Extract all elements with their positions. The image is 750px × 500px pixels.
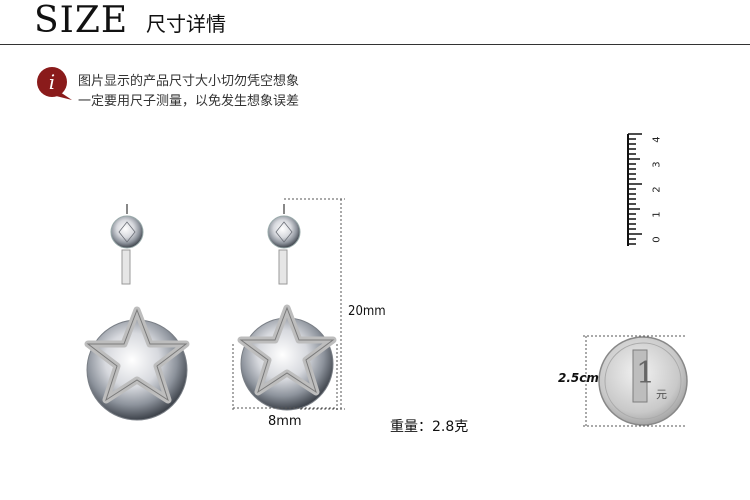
coin-reference (583, 335, 688, 427)
size-subtitle: 尺寸详情 (146, 12, 226, 36)
note-line-1: 图片显示的产品尺寸大小切勿凭空想象 (78, 74, 300, 89)
ruler-num-3: 3 (651, 161, 663, 168)
coin-size-label: 2.5cm (558, 371, 599, 385)
ruler-num-2: 2 (651, 186, 663, 193)
size-title: SIZE (34, 0, 129, 41)
coin-unit: 元 (656, 388, 667, 401)
ruler-num-4: 4 (651, 136, 663, 143)
earring-left (84, 204, 190, 421)
ruler-num-1: 1 (651, 211, 663, 218)
width-label: 8mm (268, 414, 302, 429)
ruler (627, 133, 642, 246)
note-line-2: 一定要用尺子测量，以免发生想象误差 (78, 94, 300, 109)
coin-value: 1 (636, 356, 656, 391)
svg-text:i: i (49, 70, 55, 94)
info-bubble-icon: i (37, 67, 72, 100)
weight-label: 重量：2.8克 (390, 419, 469, 435)
height-label: 20mm (348, 304, 386, 319)
page-header: SIZE 尺寸详情 (0, 0, 750, 46)
ruler-num-0: 0 (651, 236, 663, 243)
width-dimension (232, 344, 338, 412)
earring-right (237, 204, 337, 411)
header-divider (0, 44, 750, 45)
